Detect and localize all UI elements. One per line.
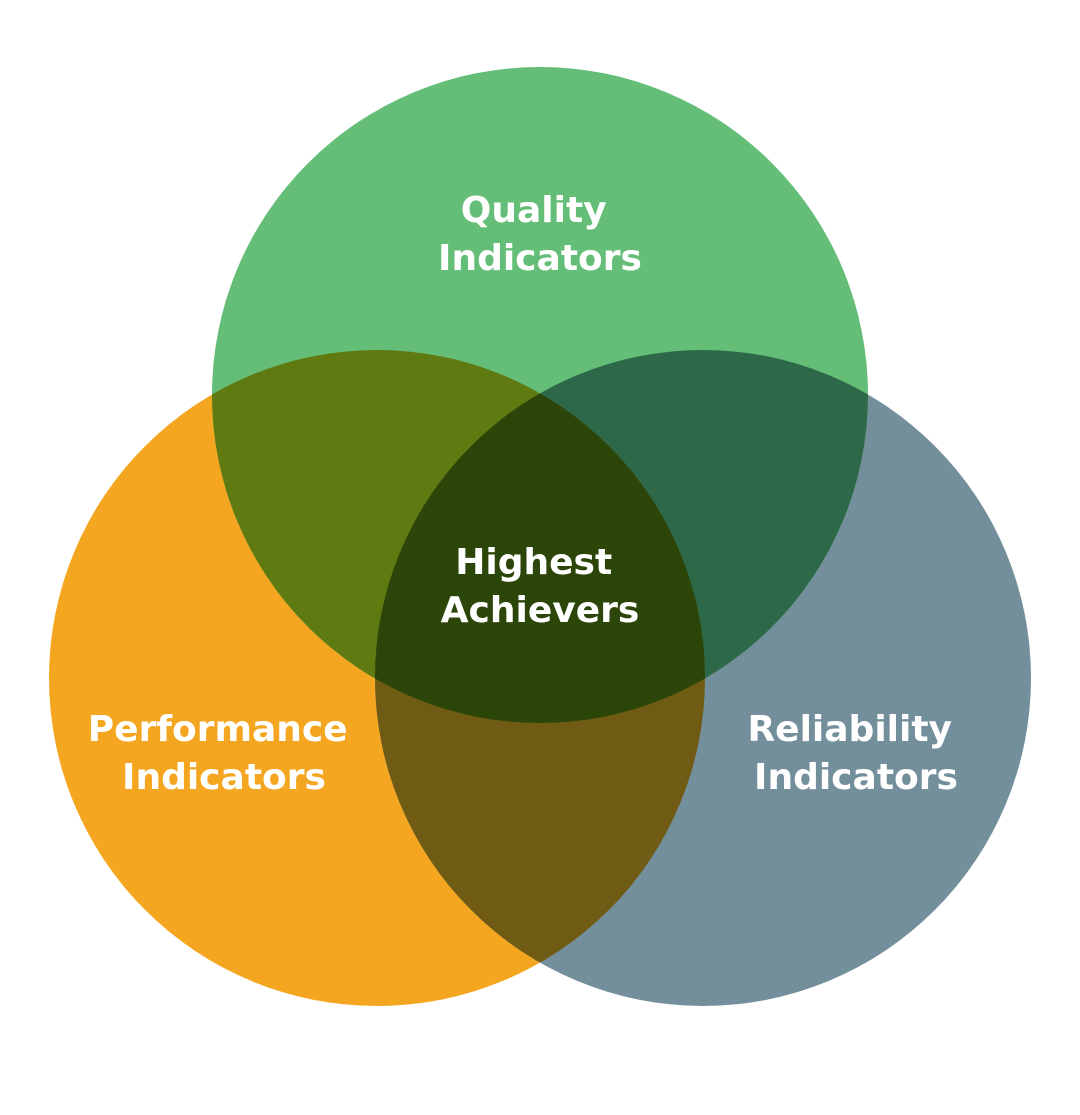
- reliability-label-line1: Reliability: [747, 709, 952, 750]
- performance-label: Performance Indicators: [88, 709, 360, 798]
- center-label-line2: Achievers: [441, 590, 640, 631]
- reliability-label-line2: Indicators: [754, 757, 958, 798]
- performance-label-line2: Indicators: [122, 757, 326, 798]
- center-overlap: [375, 350, 705, 723]
- center-label-line1: Highest: [455, 542, 612, 583]
- quality-label-line1: Quality: [461, 190, 607, 231]
- quality-label: Quality Indicators: [438, 190, 642, 279]
- center-label: Highest Achievers: [441, 542, 640, 631]
- reliability-label: Reliability Indicators: [747, 709, 964, 798]
- performance-label-line1: Performance: [88, 709, 348, 750]
- quality-label-line2: Indicators: [438, 238, 642, 279]
